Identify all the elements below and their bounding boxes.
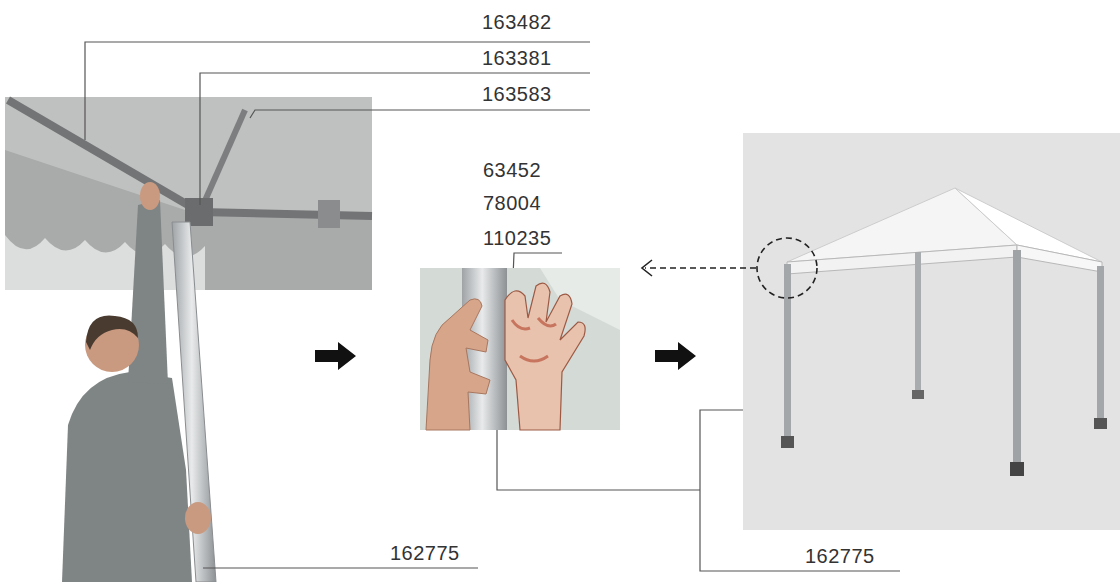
left-hand xyxy=(426,299,490,430)
frame-beam xyxy=(200,110,245,212)
step-arrow xyxy=(655,342,696,370)
man-body xyxy=(62,372,192,582)
frame-beam xyxy=(200,212,372,216)
frame-beam xyxy=(8,100,200,212)
frame-clamp xyxy=(318,200,340,228)
leader-line xyxy=(203,567,478,568)
leg-foot xyxy=(1010,462,1024,476)
leg-foot xyxy=(781,436,794,448)
tent-leg xyxy=(784,264,791,442)
detail-arrowhead xyxy=(642,260,652,276)
left-photo xyxy=(5,97,372,582)
man-hair xyxy=(86,316,138,350)
photo-background xyxy=(743,133,1120,530)
tent-valance xyxy=(787,245,1017,274)
man-hand xyxy=(140,182,160,210)
photo-background xyxy=(420,268,620,430)
man-hand xyxy=(185,502,211,534)
hand-marks xyxy=(512,318,556,361)
callout-number: 162775 xyxy=(805,544,875,568)
leg-foot xyxy=(1094,418,1107,429)
right-photo xyxy=(743,133,1120,530)
step-arrow xyxy=(315,342,356,370)
callout-number: 110235 xyxy=(483,226,551,250)
callout-number: 63452 xyxy=(483,158,541,182)
detail-circle xyxy=(757,238,817,298)
leader-line xyxy=(85,42,590,140)
leader-line xyxy=(497,430,700,490)
canopy-panel xyxy=(5,97,372,215)
middle-photo xyxy=(420,268,620,430)
right-hand xyxy=(505,283,585,430)
leader-line xyxy=(250,110,590,118)
tent-leg xyxy=(915,252,921,394)
leader-line xyxy=(200,73,590,205)
callout-number: 78004 xyxy=(483,191,541,215)
tent-leg xyxy=(1013,250,1021,470)
callout-number: 162775 xyxy=(390,541,460,565)
detail-arrow xyxy=(645,267,756,269)
callout-number: 163381 xyxy=(482,46,552,70)
tent-leg xyxy=(1097,266,1104,424)
leg-foot xyxy=(912,390,924,399)
tent-valance xyxy=(1017,245,1102,272)
callout-number: 163482 xyxy=(482,10,552,34)
callout-number: 163583 xyxy=(482,82,552,106)
